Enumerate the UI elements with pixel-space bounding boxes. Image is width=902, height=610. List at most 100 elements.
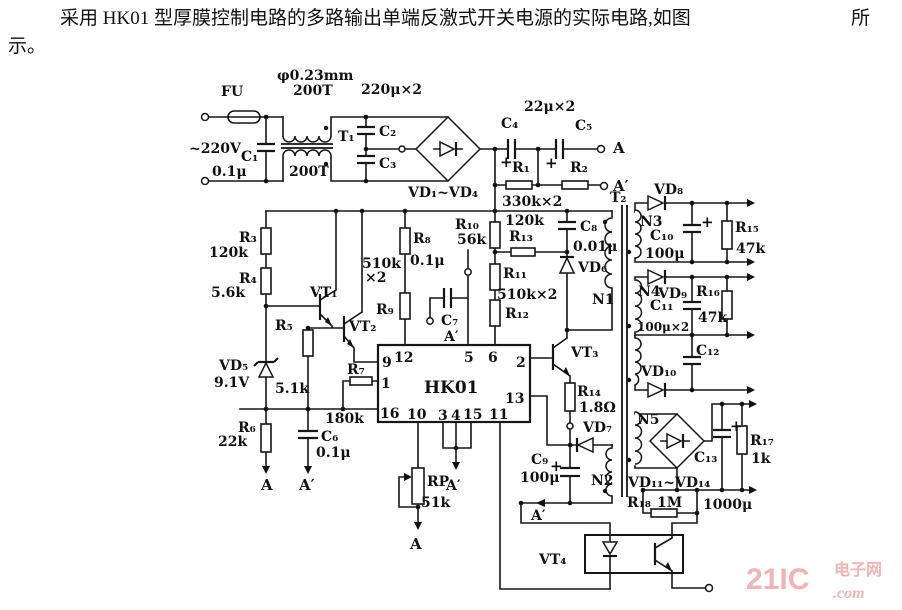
label-wire-spec: φ0.23mm <box>277 68 354 84</box>
label-r11r12-value: 510k×2 <box>497 287 557 303</box>
resistor-r1 <box>505 180 533 190</box>
diode-vd9 <box>647 268 667 286</box>
label-r18: R₁₈ <box>627 495 651 511</box>
label-c4: C₄ <box>501 116 518 132</box>
label-c5: C₅ <box>575 118 592 134</box>
label-c10-polarity: + <box>701 213 714 231</box>
resistor-r15 <box>721 220 733 250</box>
label-r16-value: 47k <box>698 310 727 326</box>
ac-tap-terminal <box>398 145 406 153</box>
label-n4: N4 <box>638 284 661 300</box>
optocoupler-vt4 <box>584 534 684 574</box>
label-terminal-a-prime-n2: A′ <box>530 508 546 524</box>
label-r11: R₁₁ <box>503 266 527 282</box>
label-c10-value: 100μ <box>645 246 684 262</box>
winding-n4 <box>626 279 643 333</box>
transistor-vt1 <box>318 294 332 326</box>
label-c11-value: 100μ×2 <box>637 320 689 334</box>
label-r5: R₅ <box>275 318 293 334</box>
capacitor-c8 <box>558 220 576 231</box>
diode-vd7 <box>575 436 594 454</box>
label-c4c5-value: 22μ×2 <box>524 99 575 115</box>
transformer-t1 <box>281 125 333 167</box>
component-labels: FU φ0.23mm 200T 220μ×2 ~220V C₁ 0.1μ 200… <box>189 68 774 568</box>
capacitor-c11 <box>683 300 701 311</box>
ic-pin-12: 12 <box>394 350 413 366</box>
label-ac-input: ~220V <box>189 141 242 157</box>
label-n1: N1 <box>592 292 615 308</box>
watermark-brand: 21IC <box>746 563 809 596</box>
resistor-r7 <box>349 376 373 386</box>
diode-vd8 <box>647 194 667 212</box>
label-r5-value: 5.1k <box>275 381 309 397</box>
label-r3: R₃ <box>239 230 257 246</box>
resistor-r2 <box>561 180 589 190</box>
label-terminal-a-prime-345: A′ <box>445 478 461 494</box>
capacitor-c5 <box>554 139 565 159</box>
transformer-t2-core <box>621 205 628 497</box>
label-vt3: VT₃ <box>570 345 598 361</box>
ic-pin-6: 6 <box>488 350 498 366</box>
zener-vd5 <box>253 357 279 378</box>
label-vd7: VD₇ <box>582 420 612 436</box>
label-r8r9-value: 510k <box>362 256 401 272</box>
resistor-r6 <box>260 423 272 453</box>
label-r14-value: 1.8Ω <box>579 400 616 416</box>
label-c1: C₁ <box>241 149 258 165</box>
terminal-arrows <box>262 199 757 530</box>
resistor-r9 <box>399 292 411 320</box>
ac-terminal-top <box>200 112 210 122</box>
label-vt4: VT₄ <box>538 552 566 568</box>
label-r17-value: 1k <box>751 451 771 467</box>
label-c9-value: 100μ <box>520 470 559 486</box>
label-r17: R₁₇ <box>750 433 774 449</box>
label-vd9: VD₉ <box>657 286 687 302</box>
label-c10: C₁₀ <box>650 228 673 244</box>
winding-n3 <box>626 209 642 259</box>
transistor-vt3 <box>551 344 570 376</box>
winding-n5 <box>626 411 643 465</box>
label-r1: R₁ <box>512 160 530 176</box>
label-r8: R₈ <box>413 231 431 247</box>
ic-hk01: HK01 9 12 5 6 2 1 13 16 10 3 4 15 11 <box>376 343 532 424</box>
label-r4-value: 5.6k <box>211 285 245 301</box>
label-vd5-value: 9.1V <box>214 375 250 391</box>
terminal-a-top <box>596 144 606 154</box>
resistor-r12 <box>489 299 501 327</box>
label-c5-polarity: + <box>545 154 558 172</box>
label-r13-value: 120k <box>505 213 544 229</box>
label-c6-value: 0.1μ <box>316 445 351 461</box>
resistor-r17 <box>736 425 748 455</box>
label-r3-value: 120k <box>209 245 248 261</box>
label-r15-value: 47k <box>736 241 765 257</box>
resistor-r16 <box>721 290 733 320</box>
ic-pin-9: 9 <box>382 355 392 371</box>
pin5-link-terminal <box>464 268 472 276</box>
title-line1: 采用 HK01 型厚膜控制电路的多路输出单端反激式开关电源的实际电路,如图 <box>60 7 691 29</box>
bridge-rectifier-vd1-vd4 <box>414 115 482 183</box>
label-turns-bottom: 200T <box>289 164 329 180</box>
label-r1r2-value: 330k×2 <box>502 194 562 210</box>
r14-test-terminal <box>566 422 574 430</box>
capacitor-c4 <box>506 139 517 159</box>
label-vd5: VD₅ <box>218 358 248 374</box>
capacitor-c2 <box>357 125 375 136</box>
label-r10-value: 56k <box>457 232 486 248</box>
label-rp: RP <box>427 474 450 490</box>
label-terminal-a-prime-top: A′ <box>612 177 629 195</box>
label-vd8: VD₈ <box>653 182 683 198</box>
winding-vd10 <box>626 337 642 386</box>
label-r12: R₁₂ <box>505 306 529 322</box>
label-vt1: VT₁ <box>309 285 337 301</box>
label-r4: R₄ <box>239 271 257 287</box>
ac-terminal-bottom <box>200 176 210 186</box>
label-r6: R₆ <box>238 420 256 436</box>
c7-link-terminal <box>426 317 434 325</box>
winding-n1 <box>602 217 613 289</box>
resistor-r18 <box>650 508 678 518</box>
label-r15: R₁₅ <box>735 220 759 236</box>
label-c13-polarity: + <box>730 417 743 435</box>
label-c13: C₁₃ <box>694 450 717 466</box>
capacitor-c13 <box>713 428 731 439</box>
